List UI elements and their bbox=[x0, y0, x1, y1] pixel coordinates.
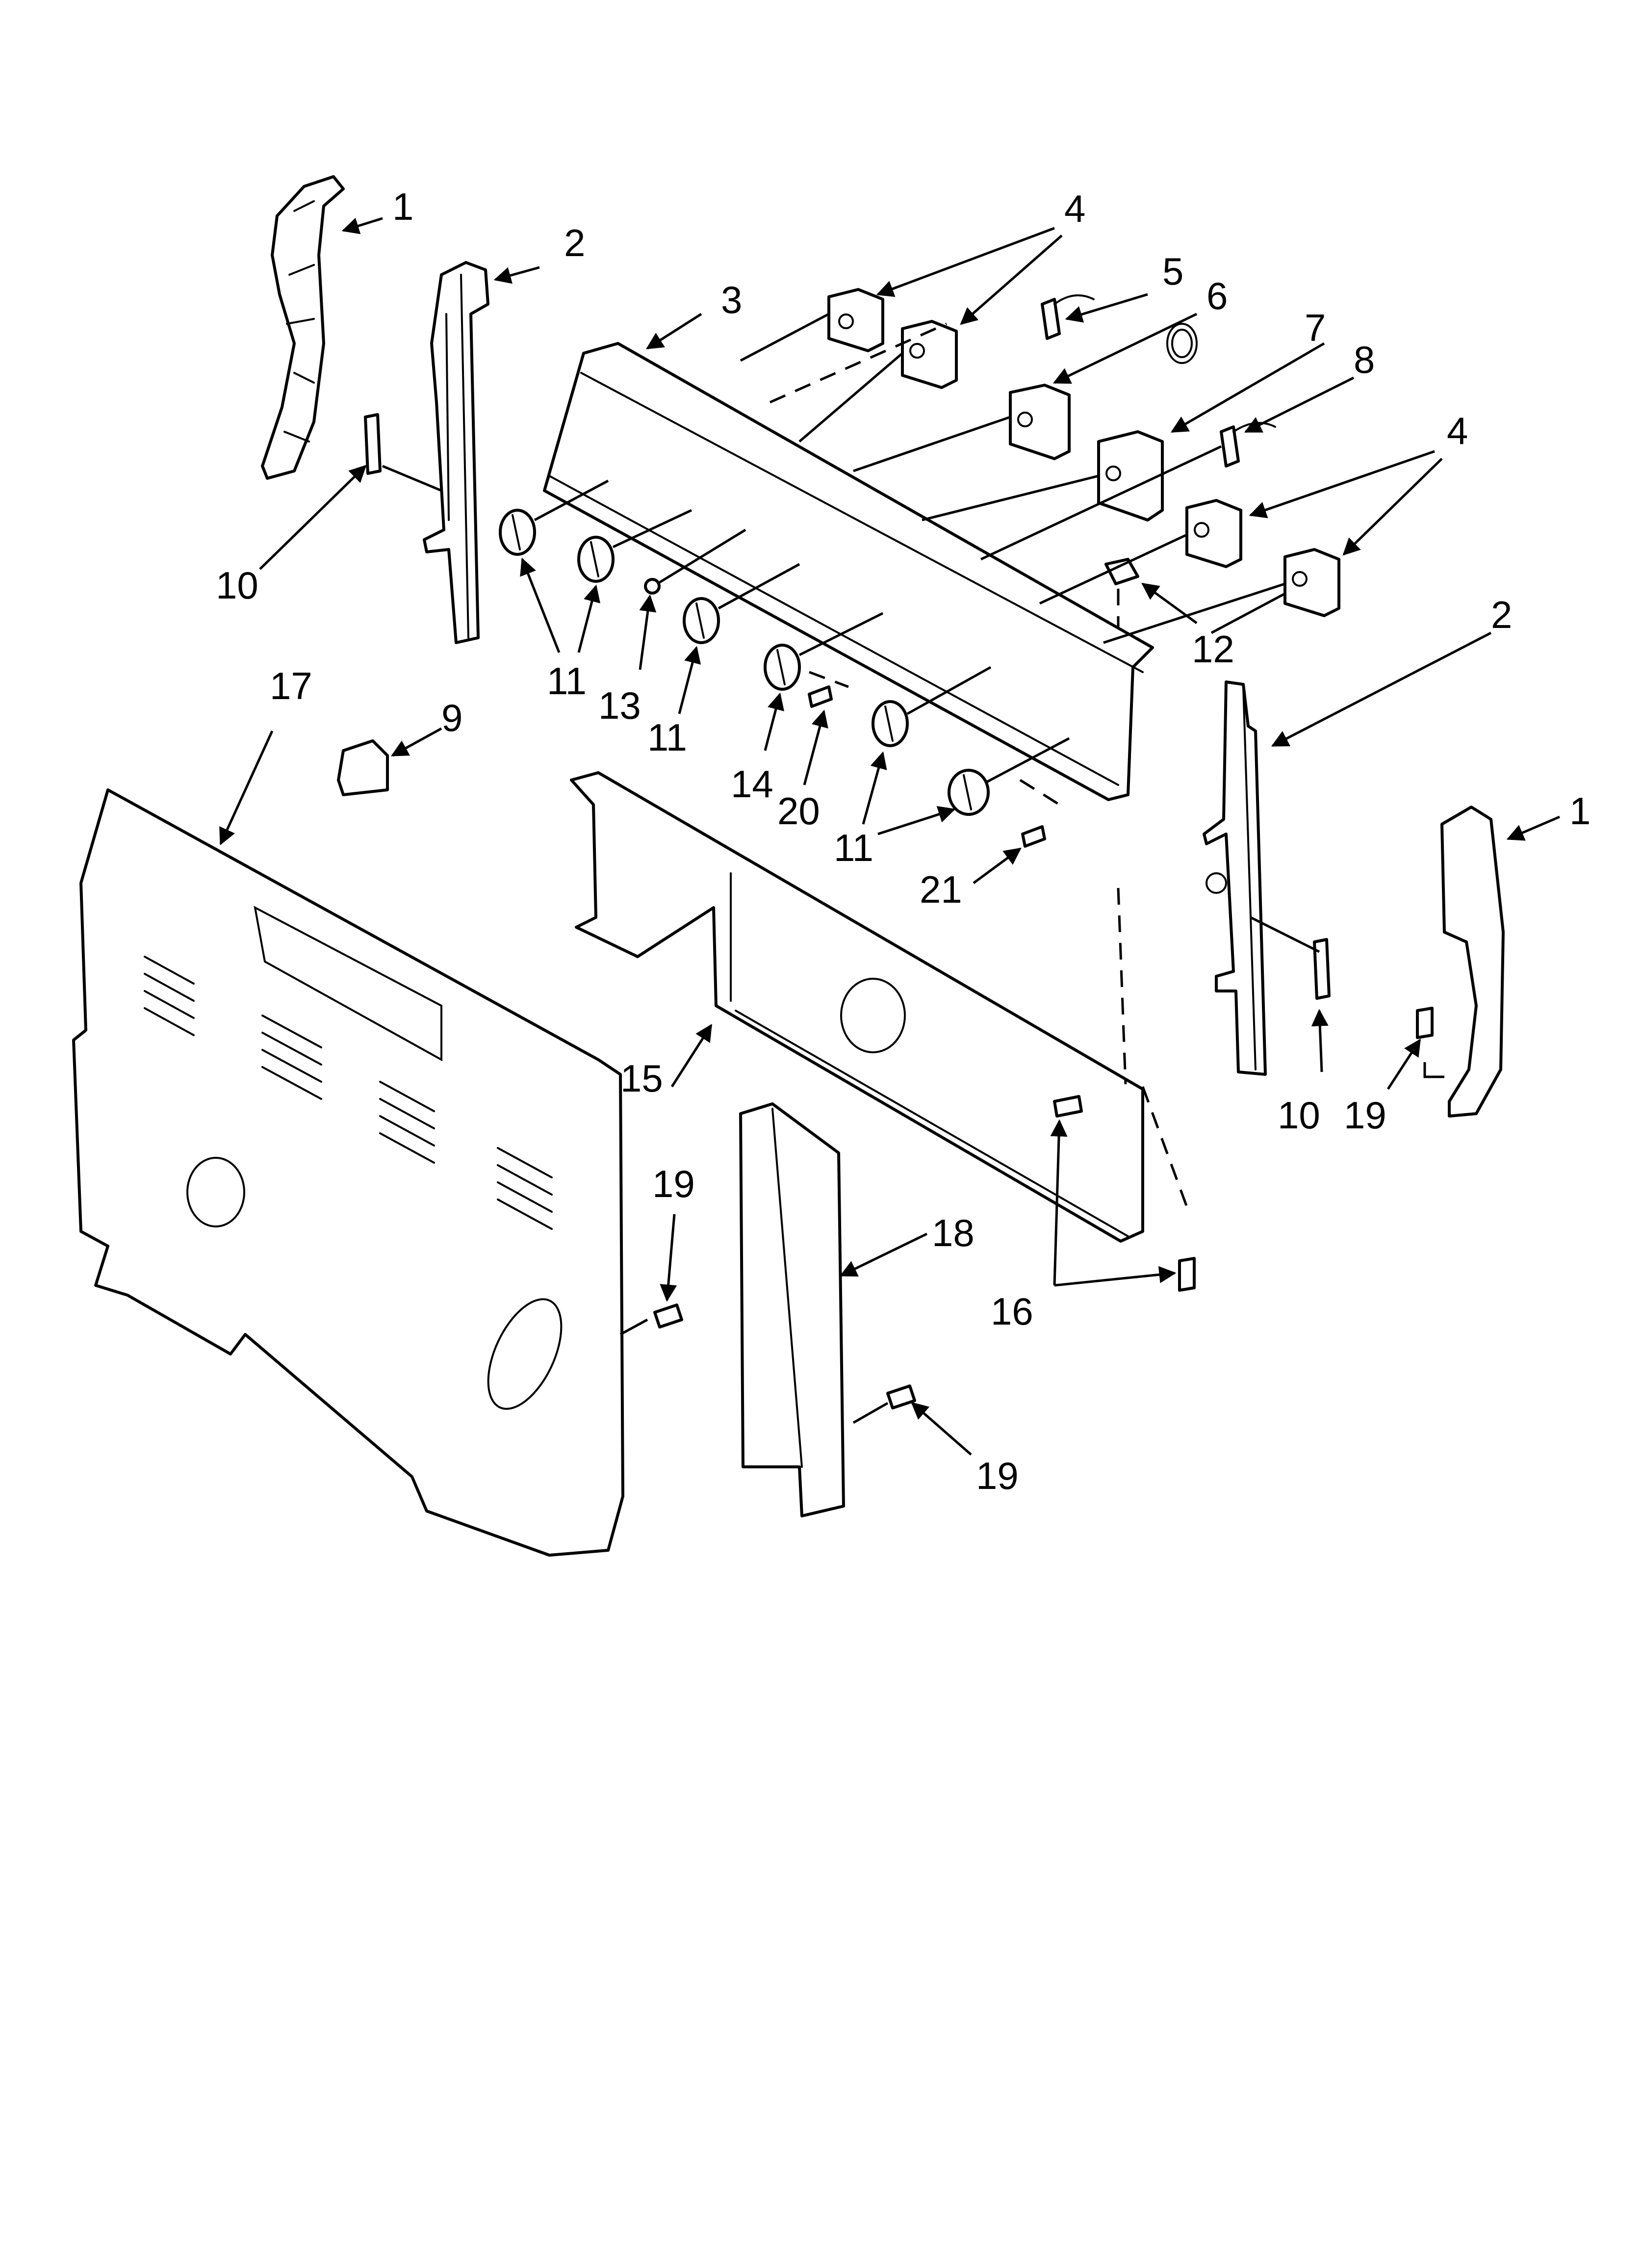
part-19-screw-b bbox=[886, 1384, 916, 1409]
callout-5: 5 bbox=[1162, 250, 1183, 293]
part-9-clip bbox=[337, 739, 389, 796]
part-20-screw bbox=[808, 685, 833, 708]
part-1-left-end-cap bbox=[261, 175, 345, 480]
part-12-rocker-switch bbox=[1104, 558, 1139, 628]
callout-13: 13 bbox=[598, 684, 641, 727]
part-2-right-bracket bbox=[1203, 680, 1267, 1076]
part-10-clip-right bbox=[1313, 938, 1331, 1000]
part-16-screw-b bbox=[1178, 1257, 1196, 1292]
part-19-screw-a bbox=[653, 1303, 683, 1329]
part-8-wire-lead bbox=[1220, 422, 1276, 468]
callout-2-a: 2 bbox=[564, 221, 585, 264]
part-4-switch-d bbox=[1283, 548, 1340, 617]
callout-14: 14 bbox=[731, 762, 773, 806]
callout-18: 18 bbox=[932, 1211, 975, 1254]
callout-10-b: 10 bbox=[1278, 1094, 1320, 1137]
callout-6: 6 bbox=[1206, 274, 1228, 317]
callout-9: 9 bbox=[441, 696, 462, 739]
part-7-thermostat bbox=[1097, 323, 1198, 521]
callout-leaders bbox=[219, 217, 1560, 1456]
callout-7: 7 bbox=[1305, 306, 1326, 349]
part-4-switch-a bbox=[827, 288, 884, 352]
part-16-screw-a bbox=[1053, 1095, 1083, 1118]
callout-16: 16 bbox=[991, 1290, 1033, 1333]
part-14-knob bbox=[764, 644, 801, 691]
callout-19-c: 19 bbox=[1344, 1094, 1386, 1137]
callout-21: 21 bbox=[920, 868, 962, 911]
callout-19-b: 19 bbox=[976, 1454, 1019, 1497]
part-4-switch-b bbox=[901, 320, 958, 389]
part-11-knob-5 bbox=[948, 769, 990, 816]
part-19-screw-c bbox=[1416, 1007, 1434, 1039]
callout-2-b: 2 bbox=[1491, 593, 1512, 636]
part-11-knob-2 bbox=[577, 536, 615, 583]
callout-11-a: 11 bbox=[547, 659, 587, 703]
part-11-knob-1 bbox=[499, 509, 536, 556]
callout-15: 15 bbox=[620, 1057, 663, 1100]
part-5-wire-lead bbox=[1041, 294, 1095, 340]
callout-11-c: 11 bbox=[834, 826, 873, 869]
part-15-lower-panel bbox=[570, 771, 1144, 1243]
callout-4-b: 4 bbox=[1447, 409, 1468, 452]
callout-3: 3 bbox=[721, 278, 742, 321]
part-11-knob-4 bbox=[872, 700, 909, 747]
part-11-knob-3 bbox=[683, 597, 720, 644]
part-18-channel bbox=[739, 1102, 845, 1517]
callout-11-b: 11 bbox=[647, 716, 687, 759]
callout-17: 17 bbox=[270, 664, 312, 707]
callout-19-a: 19 bbox=[652, 1162, 695, 1205]
callout-labels: 1 1 2 2 3 4 4 5 6 7 8 9 10 10 11 11 11 1… bbox=[216, 185, 1591, 1497]
part-21-screw bbox=[1021, 825, 1046, 848]
callout-12: 12 bbox=[1192, 627, 1234, 671]
callout-10-a: 10 bbox=[216, 564, 258, 607]
callout-1-b: 1 bbox=[1569, 789, 1591, 833]
part-2-left-bracket bbox=[423, 261, 489, 644]
alignment-lines bbox=[382, 313, 1320, 1424]
part-6-timer bbox=[1009, 384, 1071, 460]
callout-8: 8 bbox=[1354, 338, 1375, 381]
part-3-control-panel bbox=[543, 342, 1154, 801]
part-10-clip-left bbox=[364, 413, 382, 475]
callout-1-a: 1 bbox=[392, 185, 413, 228]
callout-4-a: 4 bbox=[1064, 187, 1085, 230]
part-13-screw bbox=[644, 578, 661, 595]
part-1-right-end-cap bbox=[1440, 806, 1505, 1118]
part-4-switch-c bbox=[1185, 499, 1242, 568]
part-17-rear-panel bbox=[72, 788, 624, 1557]
callout-20: 20 bbox=[777, 789, 820, 833]
